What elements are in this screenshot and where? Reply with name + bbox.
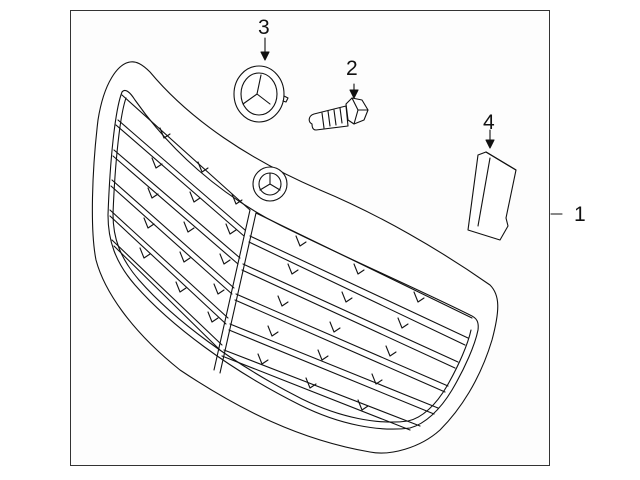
part-3-emblem <box>233 37 289 123</box>
grille-emblem <box>252 166 288 202</box>
callout-3: 3 <box>258 16 270 39</box>
louver-teeth <box>139 127 425 411</box>
callout-1: 1 <box>574 203 586 226</box>
part-2-bolt <box>308 83 369 131</box>
callout-4: 4 <box>483 111 495 134</box>
callout-2: 2 <box>346 57 358 80</box>
part-4-trim <box>467 129 517 241</box>
grille-assembly <box>91 61 499 454</box>
